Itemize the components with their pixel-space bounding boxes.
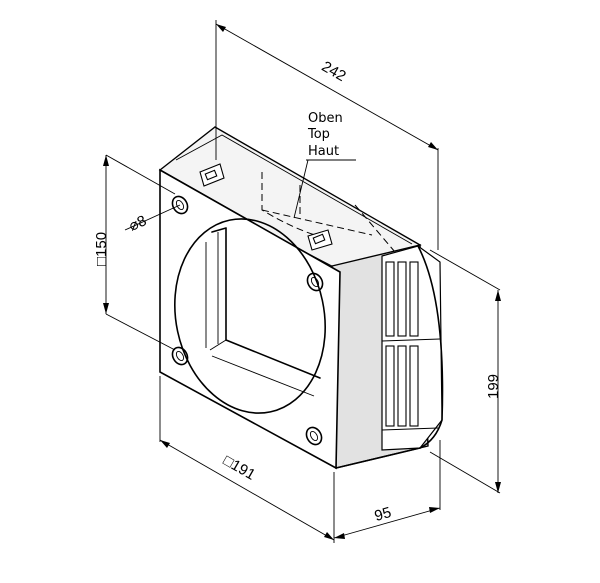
- front-opening: [174, 218, 326, 414]
- mounting-hole-top-right: [306, 272, 324, 292]
- top-rim-line: [175, 134, 413, 245]
- dim-side-width-text: 95: [373, 504, 394, 525]
- top-clip-left: [199, 163, 225, 187]
- dim-hole-square-text: □150: [93, 232, 110, 266]
- label-oben: Oben: [308, 111, 343, 126]
- top-clip-right: [307, 229, 333, 251]
- front-plate: [159, 168, 341, 470]
- grille-slats: [381, 261, 441, 431]
- dim-depth-text: 242: [319, 58, 349, 85]
- side-bottom-edge: [335, 447, 421, 469]
- dimension-depth: [215, 20, 439, 250]
- dimension-side-width: [333, 440, 441, 539]
- label-top: Top: [307, 127, 330, 142]
- diameter-leader: [124, 204, 181, 231]
- dim-height-text: 199: [485, 374, 502, 399]
- dim-front-square-text: □191: [220, 452, 258, 484]
- label-haut: Haut: [308, 144, 339, 159]
- mounting-hole-bottom-left: [171, 346, 189, 366]
- dimension-front-width: [159, 376, 335, 543]
- dimension-hole-square: [103, 154, 176, 351]
- inner-tube: [205, 227, 321, 397]
- hidden-lines: [261, 172, 396, 253]
- grille-curved-edge: [417, 245, 444, 449]
- dim-hole-diameter-text: ⌀8: [126, 212, 149, 235]
- label-leader: [293, 159, 309, 219]
- dimension-height: [429, 249, 501, 494]
- mounting-hole-bottom-right: [305, 426, 323, 446]
